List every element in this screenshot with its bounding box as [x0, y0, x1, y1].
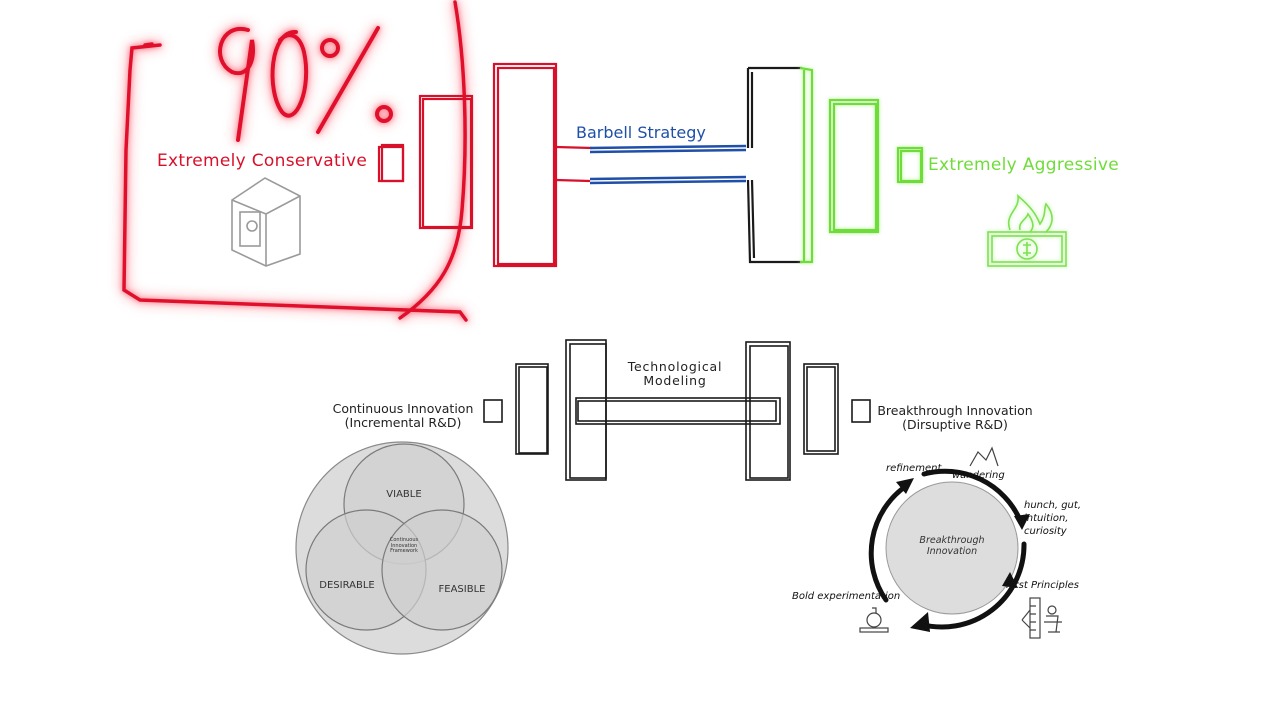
hunch-line3: curiosity: [1024, 526, 1067, 537]
cycle-arrowheads: [896, 478, 1030, 632]
technological-modeling-line2: Modeling: [643, 373, 707, 389]
continuous-innovation-line2: (Incremental R&D): [344, 415, 462, 431]
breakthrough-innovation-line2: (Dirsuptive R&D): [902, 417, 1008, 433]
venn-viable-label: VIABLE: [386, 489, 422, 500]
flask-icon: [859, 607, 889, 633]
barbell-strategy-label: Barbell Strategy: [576, 123, 706, 142]
cycle-arrows: [868, 468, 1027, 630]
hunch-line2: intuition,: [1024, 513, 1069, 524]
continuous-innovation-line1: Continuous Innovation: [332, 401, 474, 416]
technological-modeling-label: Technological Modeling: [612, 359, 738, 389]
technological-modeling-line1: Technological: [627, 359, 723, 374]
cycle-center-line2: Innovation: [926, 545, 978, 557]
refinement-label: refinement: [886, 463, 942, 474]
bottom-barbell: [483, 339, 871, 481]
ninety-percent-text: [218, 26, 393, 142]
first-principles-icon: [1021, 597, 1062, 639]
venn-desirable-label: DESIRABLE: [319, 580, 375, 591]
hunch-label: hunch, gut, intuition, curiosity: [1024, 499, 1081, 538]
left-red-plates: [377, 62, 593, 268]
first-principles-label: First Principles: [1006, 580, 1079, 591]
cycle-center-line1: Breakthrough: [919, 535, 985, 546]
cycle-diagram: [859, 446, 1062, 639]
safe-icon: [231, 177, 301, 267]
breakthrough-innovation-line1: Breakthrough Innovation: [877, 403, 1033, 418]
venn-center-line3: Framework: [390, 548, 418, 554]
hunch-line1: hunch, gut,: [1024, 500, 1081, 511]
cycle-center-label: Breakthrough Innovation: [900, 535, 1004, 558]
red-highlight-bracket: [122, 0, 468, 322]
wandering-icon: [969, 446, 999, 467]
blue-bar: [589, 144, 747, 185]
bold-experimentation-label: Bold experimentation: [792, 591, 901, 602]
venn-feasible-label: FEASIBLE: [438, 584, 486, 595]
top-barbell: [122, 0, 1067, 322]
wandering-label: wandering: [952, 470, 1005, 481]
right-green-plates: [799, 66, 924, 264]
venn-diagram: [295, 441, 509, 655]
venn-feasible-circle: [381, 509, 503, 631]
venn-center-line2: Innovation: [390, 542, 418, 549]
continuous-innovation-title: Continuous Innovation (Incremental R&D): [322, 401, 484, 431]
extremely-aggressive-label: Extremely Aggressive: [928, 155, 1119, 175]
venn-center-line1: Continuous: [389, 537, 419, 543]
cycle-center-circle: [885, 481, 1019, 615]
burning-money-icon: [987, 194, 1067, 267]
venn-center-label: Continuous Innovation Framework: [380, 537, 428, 555]
right-black-plate: [746, 66, 802, 264]
breakthrough-innovation-title: Breakthrough Innovation (Dirsuptive R&D): [872, 403, 1038, 433]
extremely-conservative-label: Extremely Conservative: [157, 151, 368, 171]
